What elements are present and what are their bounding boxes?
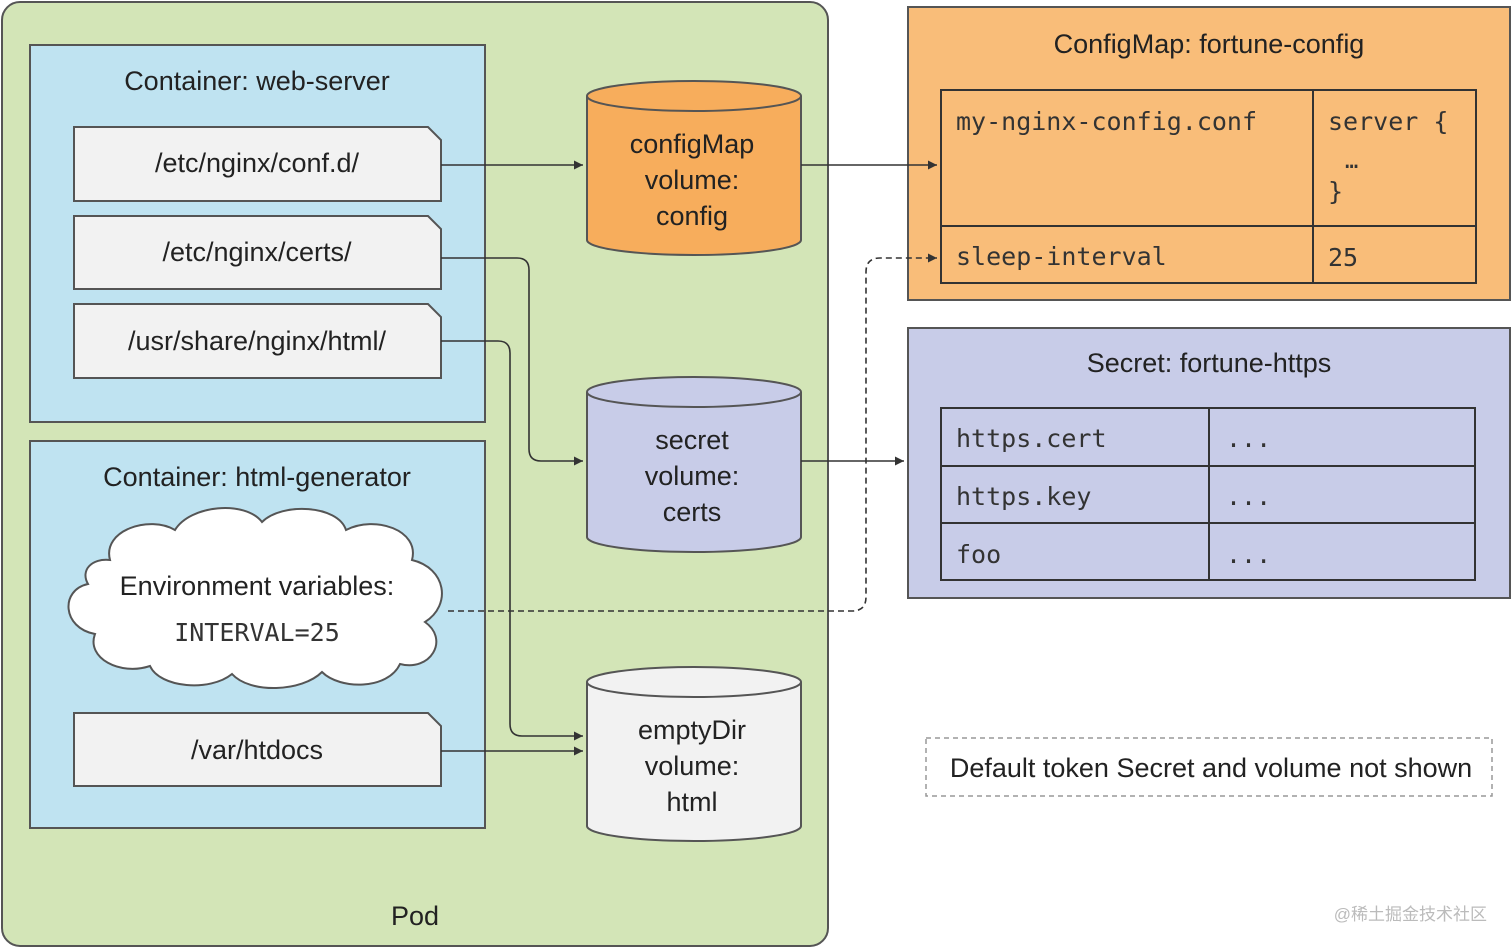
watermark: @稀土掘金技术社区 [1334,905,1487,924]
emptydir-volume: emptyDir volume: html [586,666,802,842]
secret-volume: secret volume: certs [586,376,802,553]
env-value: INTERVAL=25 [174,618,340,647]
secret-value-https-cert: ... [1226,424,1271,453]
emptydir-volume-line3: html [666,787,717,817]
secret-key-foo: foo [956,540,1001,569]
web-server-title: Container: web-server [124,66,390,96]
secret-key-https-cert: https.cert [956,424,1107,453]
secret-key-https-key: https.key [956,482,1091,511]
emptydir-volume-line2: volume: [645,751,740,781]
env-cloud: Environment variables: INTERVAL=25 [67,507,443,690]
arrow-html-to-emptydir-volume [441,340,583,741]
configmap-volume-line3: config [656,201,728,231]
configmap-panel: ConfigMap: fortune-config my-nginx-confi… [907,6,1511,301]
secret-panel: Secret: fortune-https https.cert ... htt… [907,327,1511,599]
pod-label: Pod [391,901,439,931]
configmap-value-server-line3: } [1328,177,1343,206]
mount-html: /usr/share/nginx/html/ [73,303,442,379]
mount-htdocs-label: /var/htdocs [191,735,323,765]
secret-value-https-key: ... [1226,482,1271,511]
configmap-value-server-line2: … [1345,149,1358,174]
env-title: Environment variables: [120,571,395,601]
configmap-value-server-line1: server { [1328,107,1448,136]
mount-html-label: /usr/share/nginx/html/ [128,326,387,356]
configmap-title: ConfigMap: fortune-config [1054,29,1365,59]
mount-conf-d-label: /etc/nginx/conf.d/ [155,148,360,178]
html-generator-title: Container: html-generator [103,462,411,492]
configmap-volume-line2: volume: [645,165,740,195]
secret-value-foo: ... [1226,540,1271,569]
configmap-volume-line1: configMap [630,129,755,159]
configmap-key-nginx-conf: my-nginx-config.conf [956,107,1257,136]
configmap-volume: configMap volume: config [586,80,802,256]
emptydir-volume-line1: emptyDir [638,715,746,745]
mount-certs: /etc/nginx/certs/ [73,215,442,290]
mount-htdocs: /var/htdocs [73,712,442,787]
secret-volume-line3: certs [663,497,722,527]
arrow-certs-to-secret-volume [441,257,583,466]
secret-volume-line2: volume: [645,461,740,491]
mount-certs-label: /etc/nginx/certs/ [162,237,352,267]
secret-title: Secret: fortune-https [1087,348,1332,378]
default-token-note: Default token Secret and volume not show… [925,737,1493,797]
configmap-value-sleep-interval: 25 [1328,243,1358,272]
secret-volume-line1: secret [655,425,729,455]
configmap-key-sleep-interval: sleep-interval [956,242,1167,271]
mount-conf-d: /etc/nginx/conf.d/ [73,126,442,202]
default-token-note-text: Default token Secret and volume not show… [950,753,1472,783]
